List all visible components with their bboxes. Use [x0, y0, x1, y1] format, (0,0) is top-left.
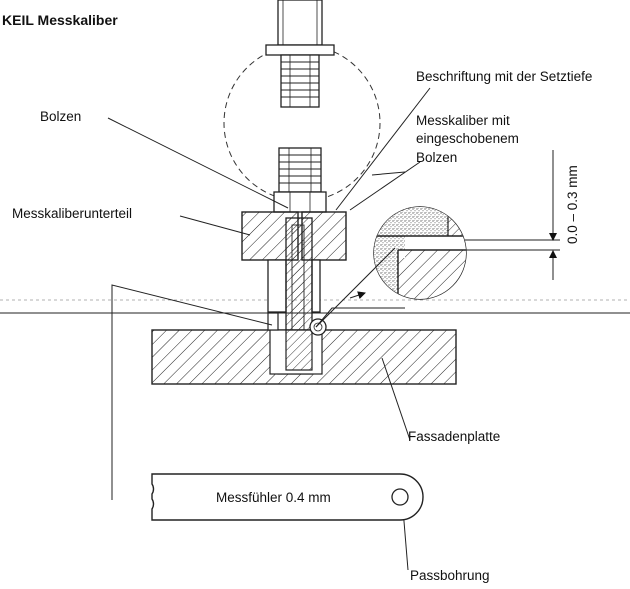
tolerance-label: 0.0 – 0.3 mm: [565, 165, 580, 244]
gauge-base-label: Messkaliberunterteil: [12, 206, 132, 221]
magnifier-leader-line: [315, 247, 396, 328]
gauge-label-line2: eingeschobenem: [416, 131, 519, 146]
detail-leader-bottom: [315, 307, 405, 328]
diagram-title: KEIL Messkaliber: [2, 12, 118, 28]
facade-panel-label: Fassadenplatte: [408, 429, 500, 444]
fitting-bore-label: Passbohrung: [410, 568, 490, 583]
detail-arrow: [349, 291, 366, 300]
gauge-leader-line-2: [371, 171, 406, 176]
bolt-label: Bolzen: [40, 109, 81, 124]
inscription-leader-line: [335, 87, 431, 211]
facade-leader-line: [381, 357, 411, 441]
inscription-label: Beschriftung mit der Setztiefe: [416, 69, 592, 84]
tolerance-dimension: [465, 150, 560, 280]
facade-panel: [151, 312, 457, 385]
gauge-leader-line: [349, 161, 421, 211]
gauge-base-leader-line: [179, 215, 251, 236]
bolt-leader-line: [107, 117, 289, 209]
inserted-bolt: [273, 147, 327, 213]
fitting-bore-hole: [391, 488, 409, 506]
feeler-label: Messfühler 0.4 mm: [216, 490, 331, 505]
gauge-label-line1: Messkaliber mit: [416, 113, 510, 128]
feeler-gauge[interactable]: [151, 473, 424, 521]
feeler-leader-line: [111, 284, 273, 500]
upper-bolt: [265, 0, 335, 108]
gauge-label-line3: Bolzen: [416, 150, 457, 165]
